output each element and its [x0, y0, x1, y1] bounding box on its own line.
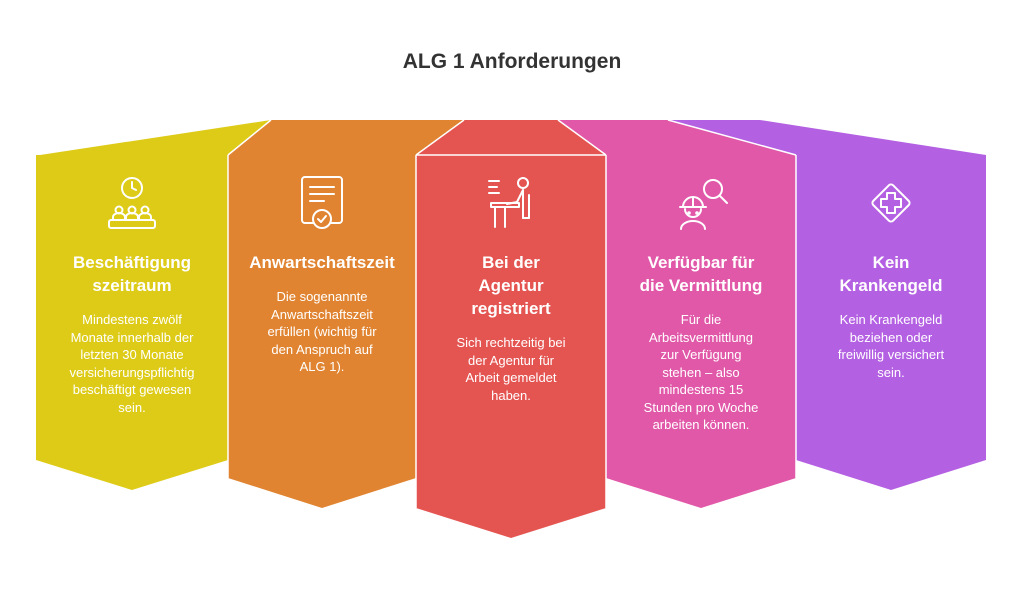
panel-title: Verfügbar für die Vermittlung	[639, 253, 763, 295]
panel-description: Sich rechtzeitig bei der Agentur für Arb…	[456, 335, 566, 403]
panel-beschaeftigungszeitraum: Beschäftigung szeitraum Mindestens zwölf…	[46, 172, 218, 416]
worker-search-icon	[669, 172, 733, 234]
panel-bei-der-agentur-registriert: Bei der Agentur registriert Sich rechtze…	[422, 172, 600, 404]
panel-title: Beschäftigung szeitraum	[72, 253, 192, 295]
panel-description: Kein Krankengeld beziehen oder freiwilli…	[837, 312, 945, 380]
purple-top-cap	[668, 120, 986, 155]
certificate-check-icon	[294, 172, 350, 234]
orange-top-cap	[228, 120, 470, 155]
purple-pillar	[796, 155, 986, 490]
panel-verfuegbar-fuer-die-vermittlung: Verfügbar für die Vermittlung Für die Ar…	[612, 172, 790, 434]
panel-title: Anwartschaftszeit	[249, 253, 395, 272]
orange-pillar	[228, 155, 416, 508]
red-top-cap	[416, 120, 606, 155]
medical-cross-diamond-icon	[863, 172, 919, 234]
pink-pillar	[606, 155, 796, 508]
panel-kein-krankengeld: Kein Krankengeld Kein Krankengeld bezieh…	[802, 172, 980, 381]
panel-description: Für die Arbeitsvermittlung zur Verfügung…	[643, 312, 759, 432]
yellow-pillar	[36, 155, 228, 490]
person-at-desk-icon	[483, 172, 539, 234]
panel-description: Mindestens zwölf Monate innerhalb der le…	[69, 312, 195, 415]
page-title: ALG 1 Anforderungen	[402, 50, 622, 73]
clock-over-people-icon	[104, 172, 160, 234]
panel-title: Bei der Agentur registriert	[471, 253, 551, 318]
panel-anwartschaftszeit: Anwartschaftszeit Die sogenannte Anwarts…	[232, 172, 412, 376]
panel-description: Die sogenannte Anwartschaftszeit erfülle…	[267, 289, 377, 374]
panel-title: Kein Krankengeld	[839, 253, 943, 295]
separator-lines	[227, 119, 797, 508]
red-pillar	[416, 155, 606, 538]
